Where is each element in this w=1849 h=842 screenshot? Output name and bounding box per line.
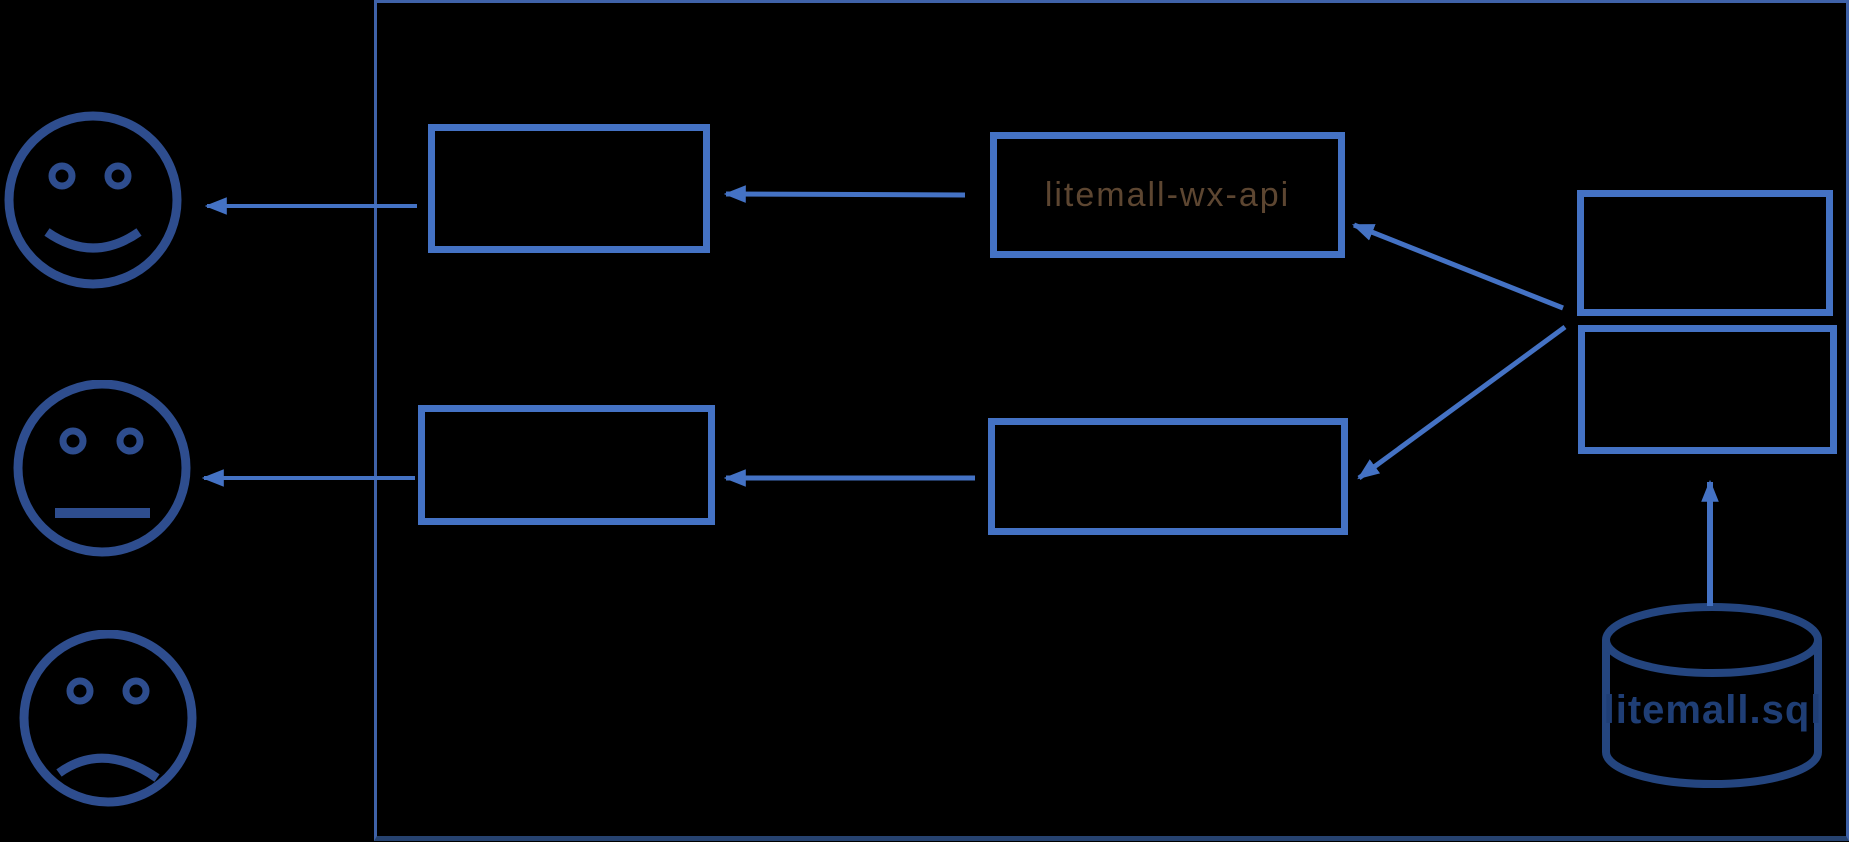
database-label: litemall.sql: [1603, 688, 1823, 732]
bottom-middle-box: [988, 418, 1348, 535]
right-bottom-box: [1578, 325, 1837, 454]
top-left-box: [428, 124, 710, 253]
wx-api-box: litemall-wx-api: [990, 132, 1345, 258]
neutral-face-icon: [13, 380, 191, 557]
bottom-left-box: [418, 405, 715, 525]
happy-face-icon: [4, 111, 182, 289]
database-icon: [1602, 603, 1822, 788]
system-boundary: [374, 0, 1849, 841]
right-top-box: [1577, 190, 1833, 316]
wx-api-box-label: litemall-wx-api: [1044, 175, 1291, 214]
sad-face-icon: [19, 630, 197, 807]
